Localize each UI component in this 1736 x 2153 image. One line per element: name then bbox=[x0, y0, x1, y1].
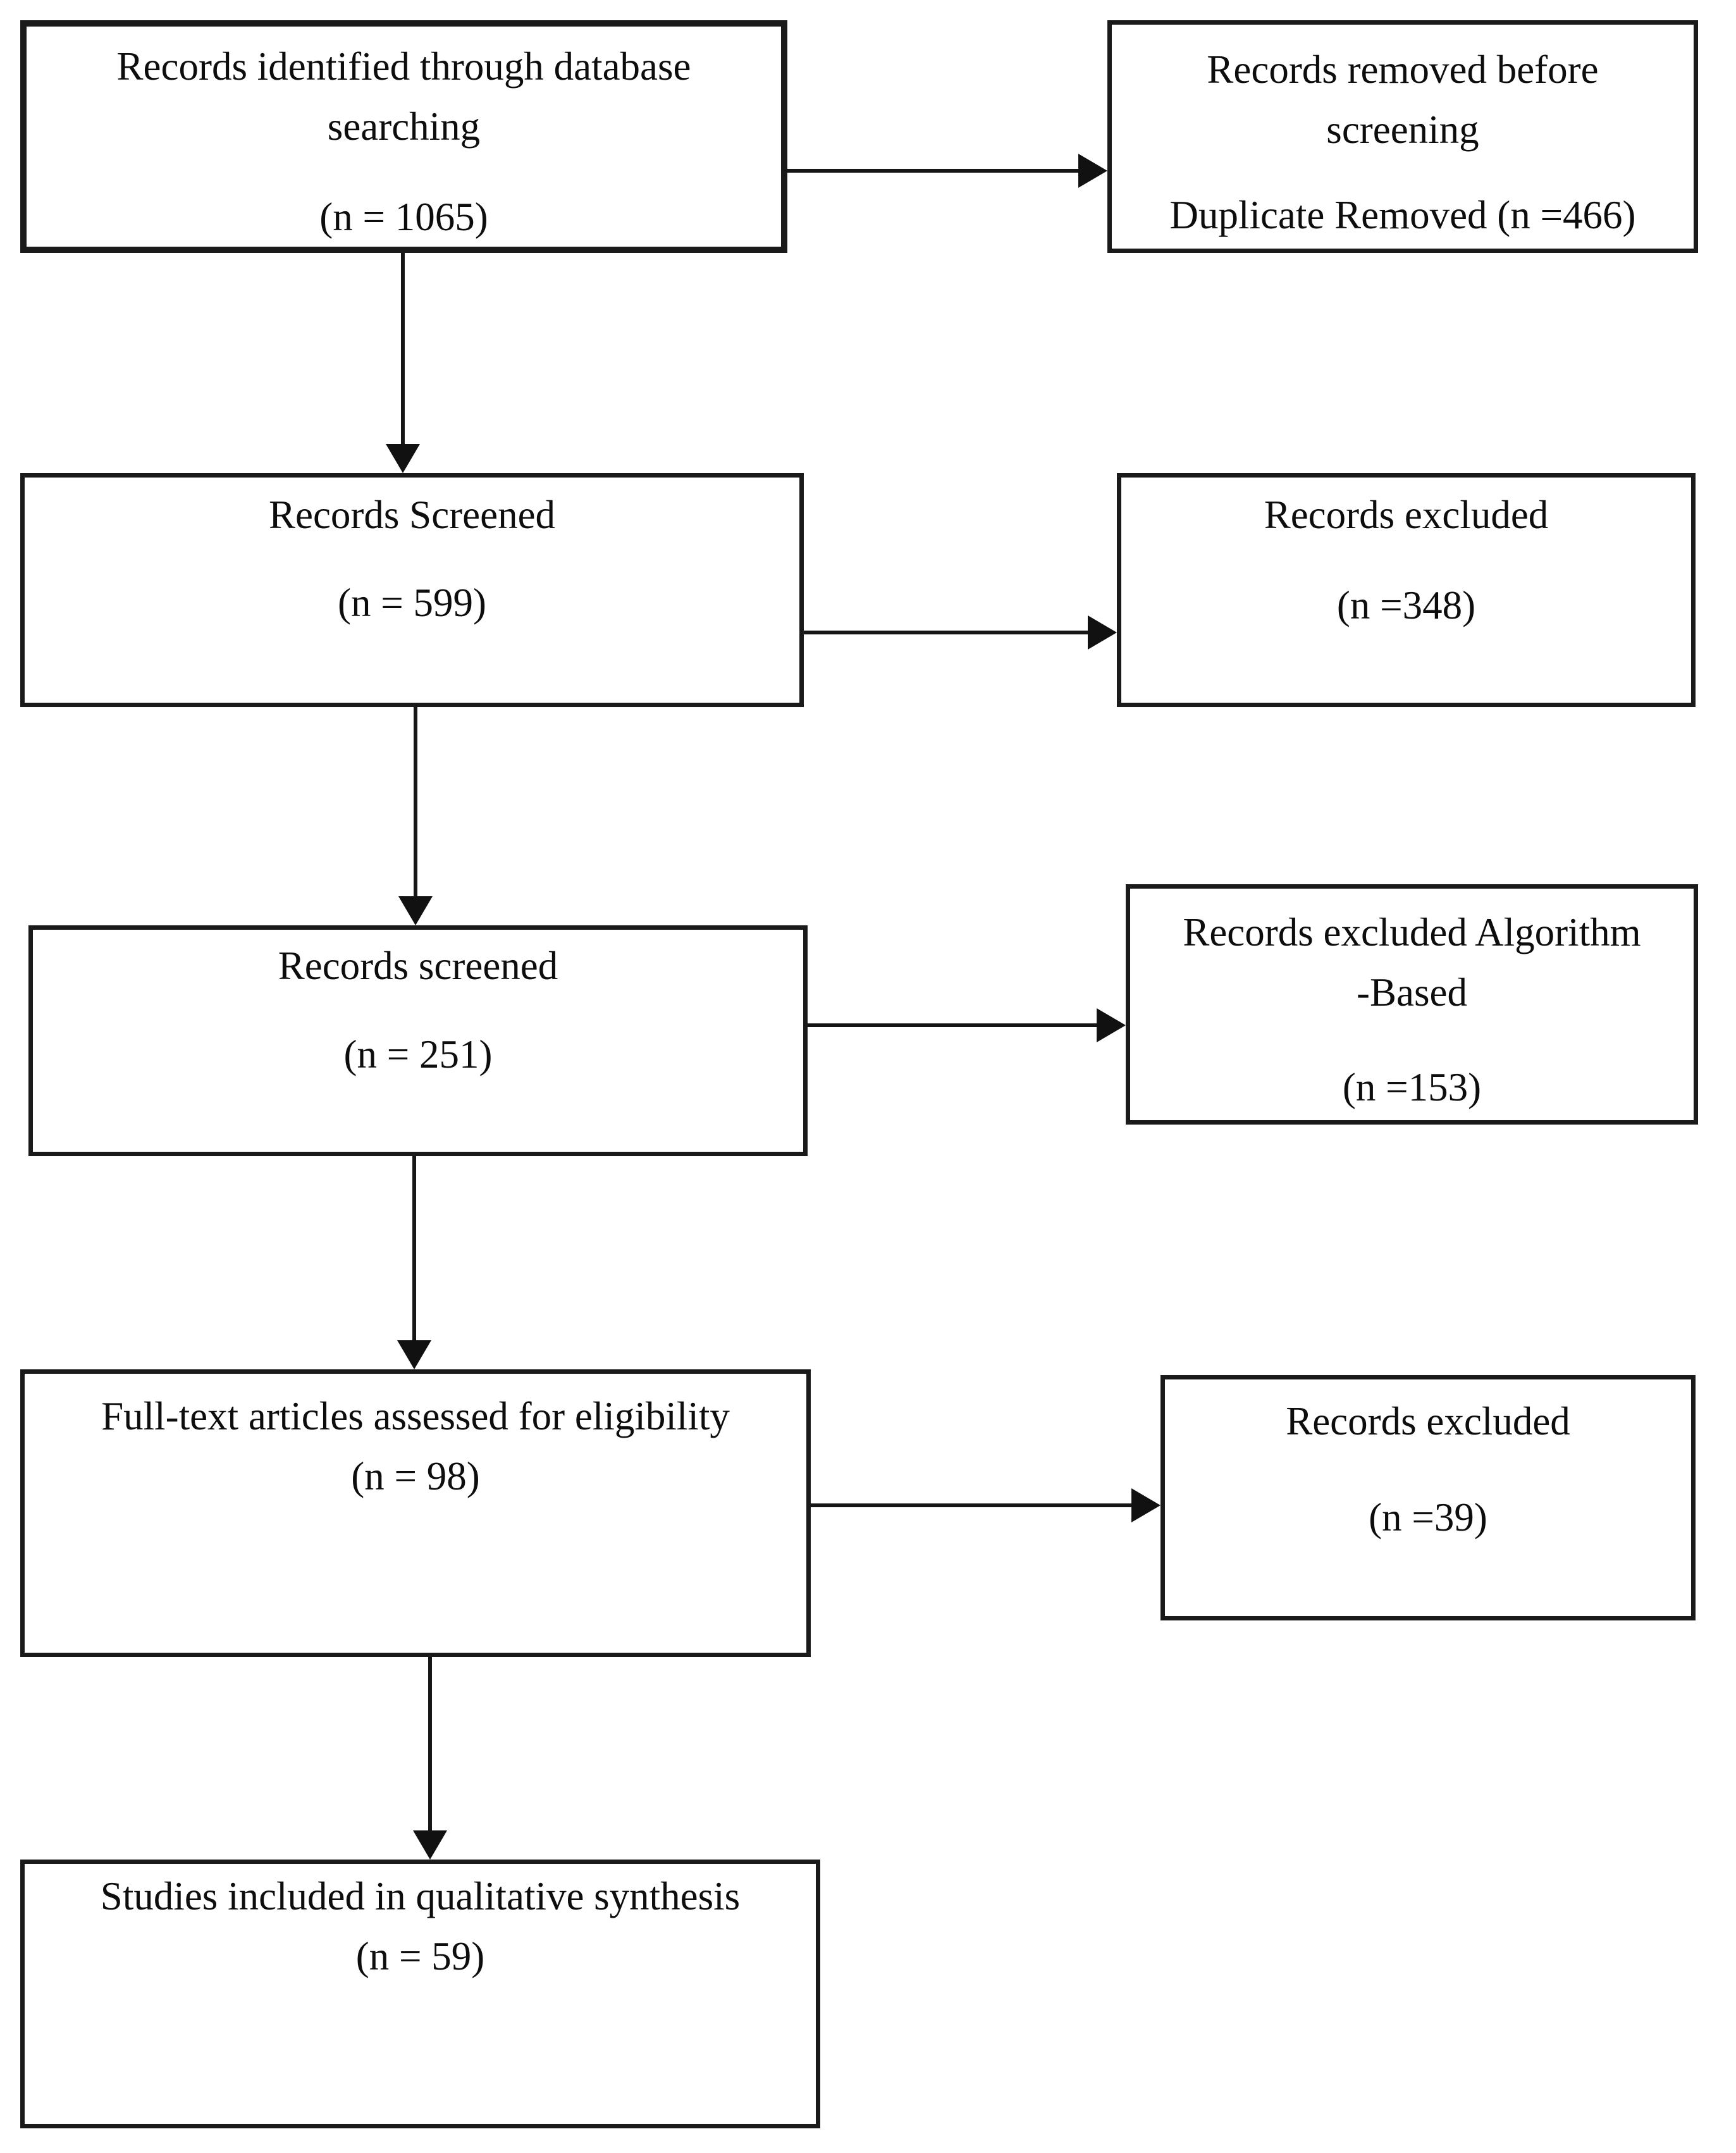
box-title: Studies included in qualitative synthesi… bbox=[101, 1866, 740, 1927]
arrow-shaft bbox=[401, 253, 405, 448]
title-line: Records excluded Algorithm bbox=[1183, 910, 1641, 954]
arrowhead-right-icon bbox=[1131, 1488, 1160, 1522]
box-title: Records excluded bbox=[1286, 1391, 1570, 1452]
box-records-removed-before-screening: Records removed before screening Duplica… bbox=[1107, 20, 1698, 253]
box-records-identified: Records identified through database sear… bbox=[20, 20, 787, 253]
title-line: -Based bbox=[1357, 970, 1467, 1015]
title-line: Records excluded bbox=[1286, 1399, 1570, 1443]
title-line: Full-text articles assessed for eligibil… bbox=[101, 1394, 730, 1438]
box-records-excluded-algorithm-based: Records excluded Algorithm -Based (n =15… bbox=[1126, 884, 1698, 1125]
title-line: Records Screened bbox=[268, 493, 556, 537]
box-title: Records identified through database sear… bbox=[117, 37, 691, 157]
box-title: Full-text articles assessed for eligibil… bbox=[101, 1386, 730, 1447]
title-line: screening bbox=[1326, 108, 1479, 152]
arrowhead-right-icon bbox=[1097, 1008, 1126, 1042]
title-line: searching bbox=[327, 104, 481, 149]
box-count: (n =39) bbox=[1369, 1495, 1487, 1539]
box-count: (n = 599) bbox=[338, 581, 486, 625]
arrowhead-right-icon bbox=[1088, 615, 1117, 650]
arrow-shaft bbox=[428, 1657, 432, 1834]
box-count: Duplicate Removed (n =466) bbox=[1169, 193, 1636, 237]
box-title: Records excluded Algorithm -Based bbox=[1183, 903, 1641, 1023]
box-count: (n = 251) bbox=[343, 1032, 493, 1076]
box-studies-included: Studies included in qualitative synthesi… bbox=[20, 1860, 820, 2128]
title-line: Studies included in qualitative synthesi… bbox=[100, 1874, 741, 1918]
arrow-shaft bbox=[787, 169, 1082, 173]
title-line: Records excluded bbox=[1264, 493, 1549, 537]
box-count: (n = 59) bbox=[355, 1934, 485, 1978]
box-count: (n =348) bbox=[1336, 583, 1476, 627]
box-full-text-assessed: Full-text articles assessed for eligibil… bbox=[20, 1369, 811, 1657]
title-line: Records screened bbox=[278, 944, 558, 988]
arrowhead-right-icon bbox=[1078, 154, 1107, 188]
arrowhead-down-icon bbox=[413, 1830, 447, 1860]
box-records-excluded-first: Records excluded (n =348) bbox=[1117, 473, 1696, 707]
box-count: (n =153) bbox=[1342, 1065, 1482, 1109]
arrow-shaft bbox=[804, 631, 1092, 634]
arrow-identified-to-screened bbox=[384, 253, 422, 473]
arrow-screened2-to-excluded-algorithm bbox=[808, 1008, 1126, 1042]
arrow-identified-to-removed bbox=[787, 154, 1107, 188]
box-title: Records Screened bbox=[269, 485, 555, 545]
arrow-shaft bbox=[412, 1156, 416, 1344]
arrowhead-down-icon bbox=[386, 444, 420, 473]
arrow-shaft bbox=[414, 707, 417, 900]
arrow-screened-to-screened2 bbox=[397, 707, 434, 925]
arrowhead-down-icon bbox=[398, 896, 433, 925]
box-title: Records screened bbox=[278, 936, 558, 996]
title-line: Records removed before bbox=[1207, 47, 1599, 92]
box-count: (n = 1065) bbox=[319, 195, 488, 239]
arrow-shaft bbox=[808, 1023, 1100, 1027]
box-records-excluded-fulltext: Records excluded (n =39) bbox=[1160, 1375, 1696, 1620]
box-title: Records removed before screening bbox=[1207, 40, 1598, 160]
arrow-screened2-to-fulltext bbox=[395, 1156, 433, 1369]
arrow-fulltext-to-excluded bbox=[811, 1488, 1160, 1522]
box-count: (n = 98) bbox=[351, 1454, 480, 1498]
arrowhead-down-icon bbox=[397, 1340, 431, 1369]
arrow-fulltext-to-included bbox=[411, 1657, 449, 1860]
title-line: Records identified through database bbox=[116, 44, 691, 89]
box-title: Records excluded bbox=[1264, 485, 1549, 545]
box-records-screened-first: Records Screened (n = 599) bbox=[20, 473, 804, 707]
box-records-screened-second: Records screened (n = 251) bbox=[28, 925, 808, 1156]
arrow-shaft bbox=[811, 1503, 1135, 1507]
arrow-screened-to-excluded bbox=[804, 615, 1117, 650]
